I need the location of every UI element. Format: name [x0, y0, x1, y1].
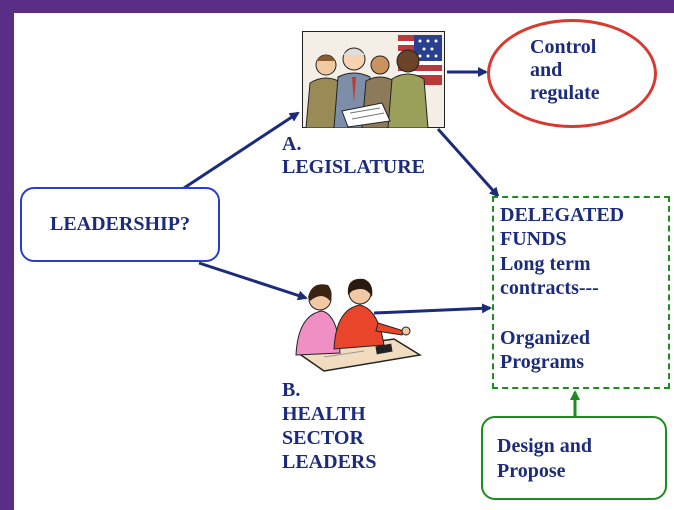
arrow-leadership-to-legislature	[183, 111, 300, 190]
delegated-line1: DELEGATED	[500, 204, 625, 226]
arrow-health-to-delegated	[373, 303, 492, 315]
delegated-line6: Programs	[500, 351, 585, 373]
delegated-line3: Long term	[500, 253, 591, 275]
control-line2: and	[530, 59, 563, 81]
delegated-line2: FUNDS	[500, 228, 567, 250]
design-propose-box: Design and Propose	[481, 416, 667, 500]
control-label: Control and regulate	[530, 36, 640, 105]
slide-canvas: A. LEGISLATURE B. HEALTH SECTOR LEADERS …	[14, 13, 674, 510]
health-label-line3: LEADERS	[282, 451, 377, 473]
health-label-line2: SECTOR	[282, 427, 364, 449]
delegated-line5: Organized	[500, 327, 590, 349]
leadership-box: LEADERSHIP?	[20, 187, 220, 262]
delegated-funds-box: DELEGATED FUNDS Long term contracts--- O…	[492, 196, 670, 389]
health-letter: B.	[282, 379, 301, 401]
design-line1: Design and	[497, 435, 593, 457]
legislature-letter: A.	[282, 133, 302, 155]
legislators-clipart-icon	[302, 31, 445, 128]
arrows-layer	[183, 67, 580, 416]
control-regulate-oval: Control and regulate	[487, 19, 657, 128]
leadership-label: LEADERSHIP?	[49, 213, 191, 235]
control-line1: Control	[530, 36, 597, 58]
control-line3: regulate	[530, 82, 600, 104]
arrow-leadership-to-health	[198, 261, 308, 301]
legislature-label: LEGISLATURE	[282, 156, 426, 178]
design-line2: Propose	[497, 460, 566, 482]
arrow-legislature-to-delegated	[436, 127, 500, 198]
delegated-line4: contracts---	[500, 277, 599, 299]
health-leaders-clipart-icon	[295, 278, 422, 372]
health-label-line1: HEALTH	[282, 403, 366, 425]
